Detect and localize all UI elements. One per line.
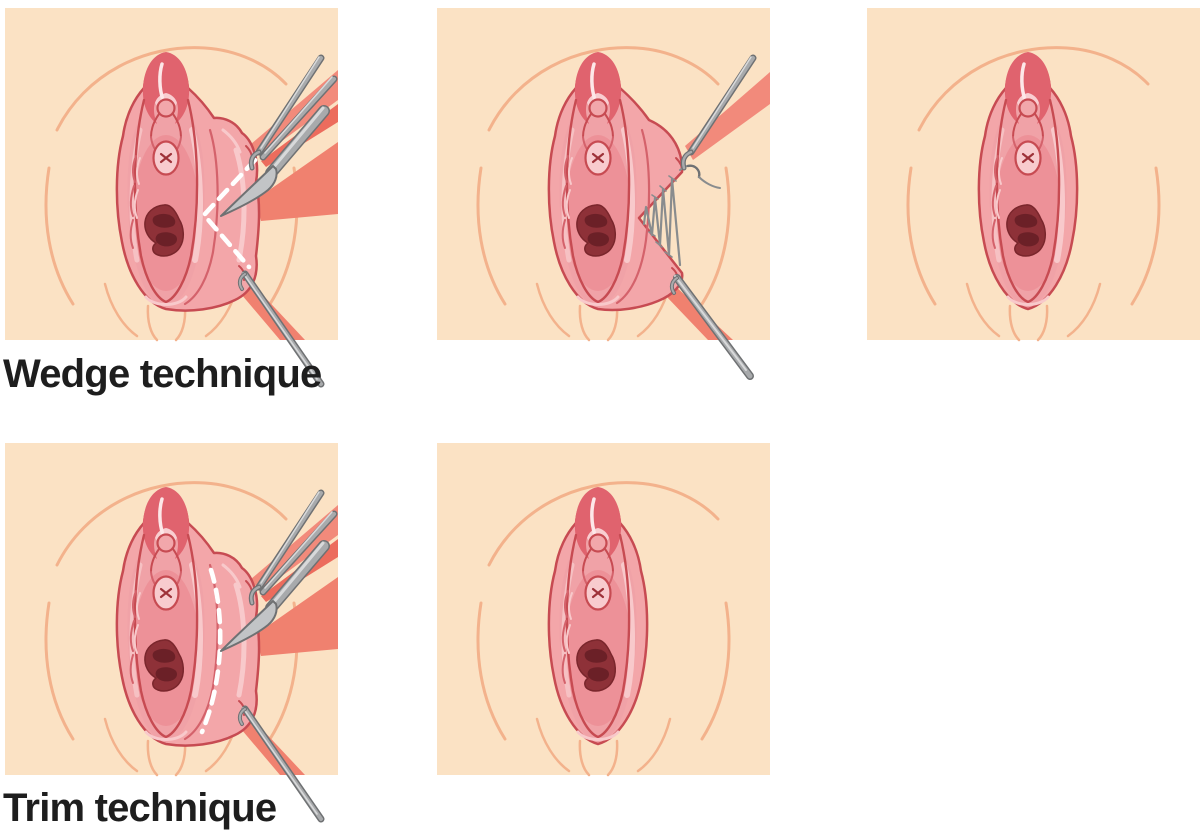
panel-wedge-step2-suturing	[435, 6, 772, 340]
wedge-step3-illustration	[865, 6, 1200, 342]
trim-step1-illustration	[3, 441, 340, 838]
panel-trim-step2-result	[435, 441, 772, 777]
wedge-step1-illustration	[3, 6, 340, 418]
panel-trim-step1-incision	[3, 441, 340, 775]
wedge-step2-illustration	[435, 6, 772, 418]
trim-step2-illustration	[435, 441, 772, 777]
panel-wedge-step1-incision	[3, 6, 340, 340]
trim-technique-label: Trim technique	[3, 786, 277, 830]
panel-wedge-step3-result	[865, 6, 1200, 342]
wedge-incision-dashed-line	[200, 157, 258, 270]
trim-incision-dashed-line	[199, 567, 223, 735]
wedge-technique-label: Wedge technique	[3, 352, 322, 396]
